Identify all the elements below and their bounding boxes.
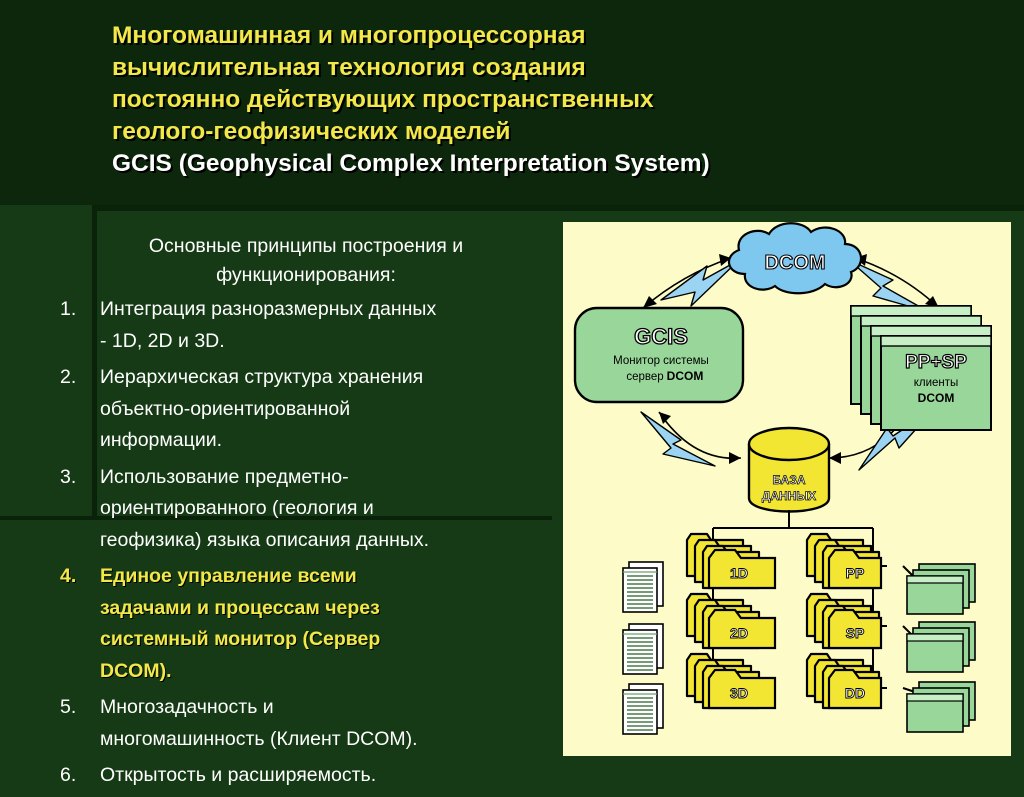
divider-vertical	[92, 205, 97, 520]
server-name: GCIS	[634, 324, 688, 349]
principles-heading: Основные принципы построения и функциони…	[66, 232, 546, 290]
title-line: вычислительная технология создания	[112, 54, 586, 81]
cloud-shape	[728, 222, 862, 295]
header-band	[0, 0, 1024, 205]
folder-icon	[827, 608, 883, 650]
folder-label: 1D	[730, 565, 748, 581]
principle-item: 1. Интеграция разноразмерных данных - 1D, …	[60, 294, 550, 357]
divider-bar	[92, 205, 1024, 211]
architecture-diagram: DCOM GCIS Монитор системы сервер DCOM PP…	[563, 222, 1011, 756]
folder-icon	[707, 548, 777, 590]
principle-number: 2.	[60, 366, 77, 388]
window-icon	[906, 621, 976, 673]
db-line1: БАЗА	[772, 473, 805, 487]
document-icon	[622, 561, 664, 613]
folder-label: PP	[846, 565, 865, 581]
principle-number: 6.	[60, 764, 77, 786]
lightning-icon	[848, 259, 930, 313]
client-window-front	[880, 335, 992, 431]
principle-text-line: - 1D, 2D и 3D.	[100, 329, 225, 352]
folder-label: 2D	[730, 625, 748, 641]
document-icon	[622, 623, 664, 675]
title-subtitle: GCIS (Geophysical Complex Interpretation…	[112, 150, 710, 177]
principle-text-line: объектно-ориентированной	[100, 397, 351, 420]
folder-group-dd: DD	[805, 652, 883, 710]
heading-line: Основные принципы построения и	[148, 235, 464, 257]
tree-lines	[642, 510, 916, 693]
cloud-label: DCOM	[764, 252, 825, 274]
principle-item: 5. Многозадачность и многомашинность (Клие…	[60, 692, 550, 755]
principle-text-line: многомашинность (Клиент DCOM).	[100, 727, 418, 750]
divider-horizontal	[0, 516, 552, 520]
principle-number: 1.	[60, 298, 77, 320]
principle-text-line: DCOM).	[100, 659, 172, 682]
folder-group-pp: PP	[805, 532, 883, 590]
principle-text-line: системный монитор (Сервер	[100, 628, 381, 650]
lightning-icon	[660, 259, 740, 307]
principle-text-line: Единое управление всеми	[100, 565, 357, 587]
principle-text-line: Интеграция разноразмерных данных	[100, 298, 437, 320]
principle-text-line: Открытость и расширяемость.	[100, 764, 377, 786]
clients-line1: клиенты	[914, 377, 959, 389]
folder-label: 3D	[730, 685, 748, 701]
principle-text-line: задачами и процессам через	[100, 596, 380, 619]
db-top	[747, 426, 831, 462]
folder-group-1d: 1D	[685, 532, 777, 590]
server-line2: сервер	[626, 371, 663, 383]
dcom-cloud: DCOM	[728, 222, 862, 295]
principle-text-line: Использование предметно-	[100, 465, 349, 488]
diagram-canvas: DCOM GCIS Монитор системы сервер DCOM PP…	[573, 222, 992, 735]
server-line2-bold: DCOM	[667, 369, 704, 383]
folder-group-2d: 2D	[685, 592, 777, 650]
folder-icon	[707, 668, 777, 710]
title-line: геолого-геофизических моделей	[112, 118, 511, 145]
document-stacks	[622, 561, 664, 735]
folder-group-3d: 3D	[685, 652, 777, 710]
folder-label: DD	[845, 685, 865, 701]
folder-group-sp: SP	[805, 592, 883, 650]
principle-text-line: геофизика) языка описания данных.	[100, 528, 430, 551]
db-line2: ДАННЫХ	[762, 489, 816, 503]
title-line: Многомашинная и многопроцессорная	[112, 22, 586, 49]
principle-item: 4. Единое управление всеми задачами и проц…	[60, 561, 550, 687]
heading-line: функционирования:	[216, 264, 396, 286]
principle-item: 2. Иерархическая структура хранения объект…	[60, 362, 550, 457]
database-cylinder: БАЗА ДАННЫХ	[747, 426, 831, 513]
clients-line2: DCOM	[918, 391, 955, 405]
title-line: постоянно действующих пространственных	[112, 86, 654, 113]
principles-list: 1. Интеграция разноразмерных данных - 1D, …	[60, 294, 550, 797]
principle-number: 4.	[60, 565, 77, 587]
window-stacks	[906, 563, 976, 733]
principle-text-line: ориентированного (геология и	[100, 497, 374, 519]
window-icon	[906, 681, 976, 733]
pp-sp-clients: PP+SP клиенты DCOM	[850, 305, 992, 431]
folder-icon	[827, 668, 883, 710]
folder-icon	[707, 608, 777, 650]
principle-number: 3.	[60, 465, 77, 488]
clients-name: PP+SP	[905, 352, 967, 373]
principle-text-line: Многозадачность и	[100, 696, 274, 718]
slide-title: Многомашинная и многопроцессорная вычисл…	[112, 20, 992, 180]
principle-item: 3. Использование предметно-ориентированно…	[60, 462, 550, 557]
folder-icon	[827, 548, 883, 590]
document-icon	[622, 683, 664, 735]
lightning-icon	[640, 411, 716, 467]
folder-label: SP	[846, 625, 865, 641]
principle-item: 6. Открытость и расширяемость.	[60, 760, 550, 792]
window-icon	[906, 563, 976, 615]
principle-text-line: Иерархическая структура хранения	[100, 366, 424, 388]
server-box-shape	[573, 306, 745, 404]
principle-text-line: информации.	[100, 429, 223, 451]
server-line1: Монитор системы	[613, 355, 709, 367]
gcis-server-box: GCIS Монитор системы сервер DCOM	[573, 306, 745, 404]
principle-number: 5.	[60, 696, 77, 718]
